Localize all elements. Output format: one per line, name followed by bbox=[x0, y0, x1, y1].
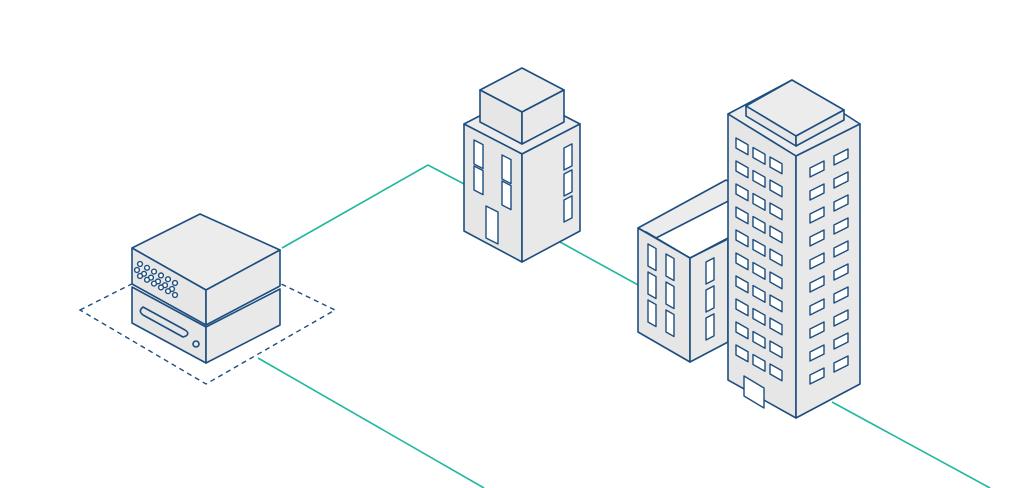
window bbox=[563, 169, 573, 197]
vent-hole bbox=[171, 291, 179, 299]
window bbox=[769, 294, 783, 313]
lowrise-windows bbox=[647, 243, 715, 341]
window bbox=[769, 271, 783, 290]
window bbox=[833, 355, 849, 373]
vent-hole bbox=[164, 288, 172, 295]
window bbox=[809, 344, 825, 362]
window bbox=[752, 261, 766, 280]
link-server-bottom bbox=[257, 357, 485, 488]
window bbox=[752, 146, 766, 165]
window bbox=[769, 340, 783, 359]
window bbox=[833, 263, 849, 281]
vent-hole bbox=[136, 272, 144, 280]
window bbox=[501, 180, 512, 211]
window bbox=[665, 281, 675, 310]
vent-hole bbox=[150, 280, 158, 287]
window bbox=[833, 286, 849, 304]
window bbox=[833, 171, 849, 189]
window bbox=[735, 252, 749, 271]
vent-hole bbox=[157, 284, 165, 291]
window bbox=[735, 275, 749, 294]
tower-windows bbox=[735, 137, 849, 385]
window bbox=[735, 344, 749, 363]
window bbox=[809, 206, 825, 224]
window bbox=[833, 309, 849, 327]
vent-hole bbox=[143, 276, 151, 283]
link-server-office bbox=[281, 164, 467, 249]
window bbox=[705, 257, 715, 285]
vent-hole bbox=[136, 260, 144, 268]
server-rack-icon bbox=[78, 213, 337, 385]
window bbox=[809, 321, 825, 339]
window bbox=[809, 229, 825, 247]
tower-door bbox=[743, 375, 765, 409]
window bbox=[735, 229, 749, 248]
window bbox=[809, 275, 825, 293]
link-office-warehouse bbox=[559, 241, 641, 287]
office-building-icon bbox=[463, 67, 581, 263]
office-door bbox=[485, 205, 499, 245]
window bbox=[752, 330, 766, 349]
window bbox=[769, 248, 783, 267]
window bbox=[473, 139, 484, 170]
window bbox=[769, 156, 783, 175]
window bbox=[752, 353, 766, 372]
server-power-led bbox=[192, 340, 200, 348]
window bbox=[809, 160, 825, 178]
window bbox=[752, 169, 766, 188]
link-tower-right bbox=[831, 401, 991, 488]
vent-hole bbox=[143, 264, 151, 271]
window bbox=[769, 179, 783, 198]
window bbox=[473, 165, 484, 196]
window bbox=[809, 298, 825, 316]
window bbox=[833, 332, 849, 350]
window bbox=[735, 206, 749, 225]
vent-hole bbox=[157, 272, 165, 279]
server-vent-grid bbox=[133, 260, 179, 299]
window bbox=[769, 317, 783, 336]
window bbox=[647, 271, 657, 300]
window bbox=[665, 253, 675, 282]
window bbox=[833, 148, 849, 166]
window bbox=[735, 321, 749, 340]
window bbox=[665, 309, 675, 338]
vent-hole bbox=[150, 268, 158, 275]
window bbox=[769, 202, 783, 221]
connections bbox=[257, 164, 991, 488]
window bbox=[752, 238, 766, 257]
window bbox=[809, 252, 825, 270]
window bbox=[809, 367, 825, 385]
window bbox=[833, 240, 849, 258]
window bbox=[752, 284, 766, 303]
window bbox=[809, 183, 825, 201]
window bbox=[769, 363, 783, 382]
window bbox=[769, 225, 783, 244]
window bbox=[735, 298, 749, 317]
low-rise-building-icon bbox=[637, 179, 747, 363]
window bbox=[647, 299, 657, 328]
window bbox=[833, 217, 849, 235]
tower-building-icon bbox=[727, 79, 861, 419]
vent-hole bbox=[133, 266, 141, 274]
server-drive-slot bbox=[139, 306, 189, 338]
window bbox=[735, 137, 749, 156]
window bbox=[501, 154, 512, 185]
window bbox=[833, 194, 849, 212]
window bbox=[563, 143, 573, 171]
window bbox=[752, 307, 766, 326]
window bbox=[563, 195, 573, 223]
vent-hole bbox=[164, 276, 172, 283]
window bbox=[735, 160, 749, 179]
window bbox=[647, 243, 657, 272]
window bbox=[705, 313, 715, 341]
window bbox=[752, 192, 766, 211]
office-windows bbox=[473, 139, 573, 223]
window bbox=[752, 215, 766, 234]
window bbox=[705, 285, 715, 313]
vent-hole bbox=[171, 279, 179, 287]
window bbox=[735, 183, 749, 202]
